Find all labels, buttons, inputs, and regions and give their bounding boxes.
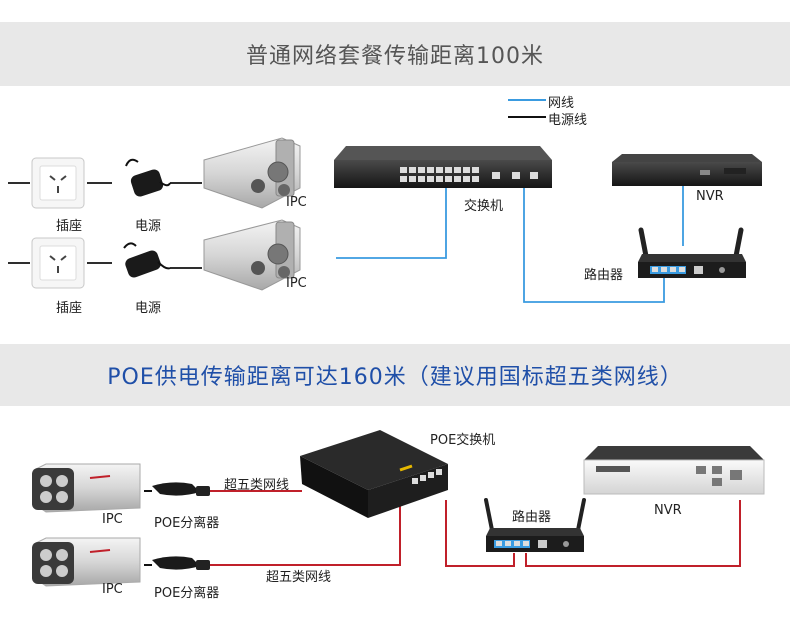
socket-label: 插座 — [56, 301, 83, 316]
poe-splitter-icon — [152, 482, 210, 496]
nvr-icon — [583, 446, 765, 495]
router-icon — [638, 227, 746, 278]
router-label: 路由器 — [512, 510, 552, 525]
section2-header: POE供电传输距离可达160米（建议用国标超五类网线） — [0, 344, 790, 406]
section1-header: 普通网络套餐传输距离100米 — [0, 22, 790, 86]
ipc-label: IPC — [286, 276, 307, 291]
poe-splitter-icon — [152, 556, 210, 570]
wall-socket-icon — [31, 157, 85, 209]
legend-network-label: 网线 — [548, 96, 575, 111]
section2-title: POE供电传输距离可达160米（建议用国标超五类网线） — [107, 365, 683, 390]
switch-label: 交换机 — [464, 199, 504, 214]
poe-splitter-label: POE分离器 — [154, 516, 220, 531]
nvr-label: NVR — [654, 503, 682, 518]
socket-label: 插座 — [56, 219, 83, 234]
cat5e-cable-label: 超五类网线 — [266, 570, 332, 585]
wall-socket-icon — [31, 237, 85, 289]
router-label: 路由器 — [584, 268, 624, 283]
ipc-label: IPC — [102, 512, 123, 527]
ip-camera-icon — [32, 463, 141, 513]
poe-splitter-label: POE分离器 — [154, 586, 220, 601]
network-switch-icon — [334, 146, 552, 188]
nvr-label: NVR — [696, 189, 724, 204]
power-adapter-icon — [123, 242, 171, 278]
ip-camera-icon — [32, 537, 141, 587]
section2-short-cables — [144, 490, 152, 566]
ip-camera-icon — [203, 219, 301, 291]
ip-camera-icon — [203, 137, 301, 209]
poe-switch-label: POE交换机 — [430, 433, 496, 448]
power-supply-label: 电源 — [135, 219, 162, 234]
ipc-label: IPC — [102, 582, 123, 597]
section2-cat5e-wires — [208, 490, 741, 567]
section1-title: 普通网络套餐传输距离100米 — [246, 44, 544, 69]
section1-power-wires — [8, 182, 202, 269]
legend-power-label: 电源线 — [548, 113, 588, 128]
power-adapter-icon — [125, 158, 171, 197]
poe-switch-icon — [300, 430, 448, 518]
power-supply-label: 电源 — [135, 301, 162, 316]
ipc-label: IPC — [286, 195, 307, 210]
nvr-icon — [612, 154, 762, 186]
router-icon — [484, 498, 586, 552]
cat5e-cable-label: 超五类网线 — [224, 478, 290, 493]
section1-network-wires — [336, 175, 684, 303]
